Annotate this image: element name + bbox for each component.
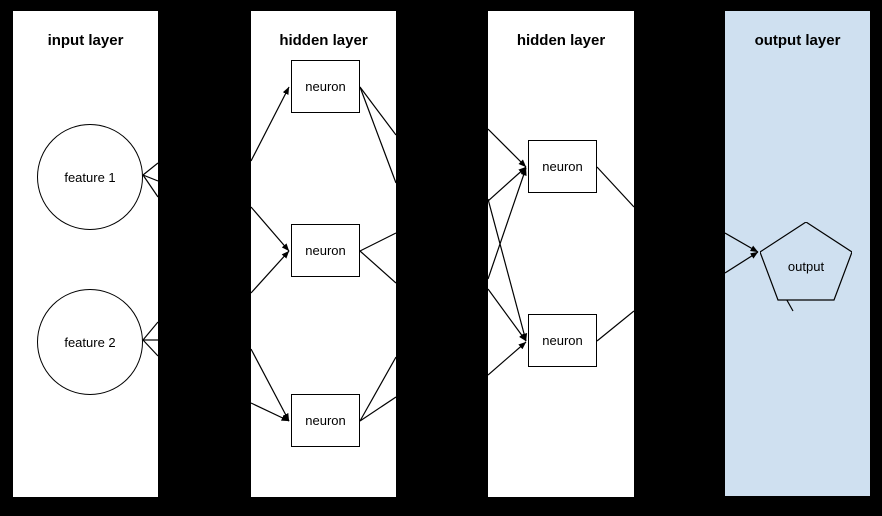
node-neuron-h2-2[interactable]: neuron [528, 314, 597, 367]
edges-hidden-layer-2 [488, 128, 634, 376]
edges-input-layer [142, 162, 158, 357]
layer-title-hidden-2: hidden layer [516, 32, 606, 49]
node-label-neuron-h1-2: neuron [305, 243, 346, 258]
layer-panel-output[interactable]: output layer output [725, 11, 870, 496]
node-feature-1[interactable]: feature 1 [37, 124, 143, 230]
layer-title-input: input layer [47, 32, 124, 49]
node-neuron-h1-3[interactable]: neuron [291, 394, 360, 447]
node-label-feature-1: feature 1 [64, 169, 116, 185]
node-label-neuron-h2-1: neuron [542, 159, 583, 174]
layer-title-hidden-1: hidden layer [279, 32, 368, 49]
node-output-pentagon[interactable] [760, 222, 852, 302]
node-label-neuron-h1-3: neuron [305, 413, 346, 428]
node-neuron-h1-2[interactable]: neuron [291, 224, 360, 277]
layer-panel-hidden-2[interactable]: hidden layer [488, 11, 634, 497]
layer-title-output: output layer [754, 32, 841, 49]
layer-panel-input[interactable]: input layer feature 1 feature 2 [13, 11, 158, 497]
layer-panel-hidden-1[interactable]: hidden layer [251, 11, 396, 497]
node-neuron-h2-1[interactable]: neuron [528, 140, 597, 193]
node-label-neuron-h2-2: neuron [542, 333, 583, 348]
node-label-feature-2: feature 2 [64, 334, 116, 350]
node-feature-2[interactable]: feature 2 [37, 289, 143, 395]
node-label-neuron-h1-1: neuron [305, 79, 346, 94]
node-neuron-h1-1[interactable]: neuron [291, 60, 360, 113]
